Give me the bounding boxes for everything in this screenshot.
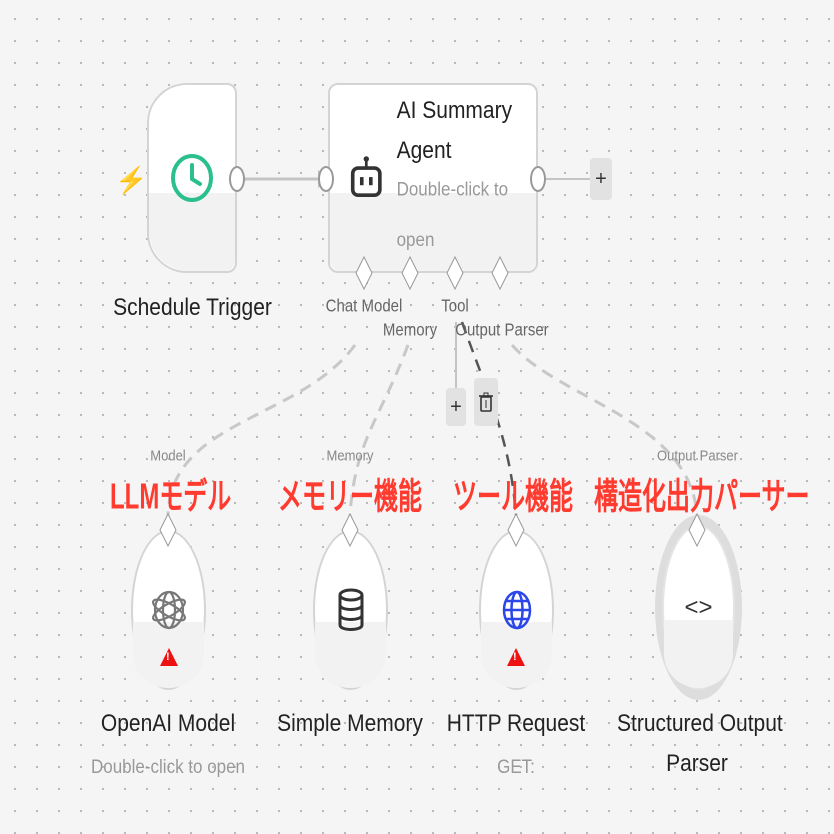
sub-node-ports [159,512,706,548]
memory-connection [348,344,410,516]
schedule-trigger-node[interactable] [147,83,237,273]
robot-icon [350,156,382,198]
parser-connection [510,344,699,516]
agent-input-port[interactable] [318,166,334,192]
annotation-llm: LLMモデル [110,477,232,518]
port-label-tool: Tool [441,296,469,317]
parser-label-1: Structured Output [617,710,783,737]
add-tool-button[interactable]: + [446,388,466,426]
output-parser-port [491,255,509,291]
http-request-node[interactable] [479,530,554,690]
lightning-icon: ⚡ [115,165,148,195]
openai-subtitle: Double-click to open [90,755,246,778]
http-input-port [507,512,525,548]
delete-connection-button[interactable] [474,378,498,426]
agent-title-2: Agent [396,137,452,164]
http-label: HTTP Request [446,710,586,737]
openai-icon [151,590,186,630]
database-icon [338,588,363,631]
tool-port [446,255,464,291]
parser-input-port [688,512,706,548]
openai-port-label: Model [150,446,186,465]
openai-label: OpenAI Model [100,710,236,737]
agent-output-port[interactable] [530,166,546,192]
port-label-memory: Memory [382,320,438,341]
memory-input-port [341,512,359,548]
code-brackets-icon: <> [684,593,713,621]
annotation-parser: 構造化出力パーサー [594,477,810,518]
agent-subtitle: Double-click to open [396,178,509,251]
trash-icon [479,392,493,412]
memory-label: Simple Memory [277,710,423,737]
agent-ports [355,255,509,291]
openai-model-node[interactable] [131,530,206,690]
memory-port-label: Memory [326,446,374,465]
ai-agent-node[interactable]: AI Summary Agent Double-click to open [328,83,538,273]
annotation-tool: ツール機能 [453,477,573,518]
http-subtitle: GET: [497,755,535,778]
clock-icon [171,154,213,202]
add-node-button[interactable]: + [590,158,612,200]
openai-input-port [159,512,177,548]
port-label-output-parser: Output Parser [455,320,549,341]
port-label-chat-model: Chat Model [325,296,403,317]
chat-model-port [355,255,373,291]
memory-port [401,255,419,291]
simple-memory-node[interactable] [313,530,388,690]
model-connection [166,344,357,516]
warning-icon: ! [160,648,178,666]
globe-icon [502,590,531,630]
parser-label-2: Parser [666,750,728,777]
trigger-label: Schedule Trigger [113,294,272,321]
warning-icon: ! [507,648,525,666]
annotation-memory: メモリー機能 [278,477,422,518]
structured-output-parser-node[interactable]: <> [662,525,735,690]
agent-title-1: AI Summary [396,97,513,124]
trigger-output-port[interactable] [229,166,245,192]
parser-port-label: Output Parser [657,446,738,465]
